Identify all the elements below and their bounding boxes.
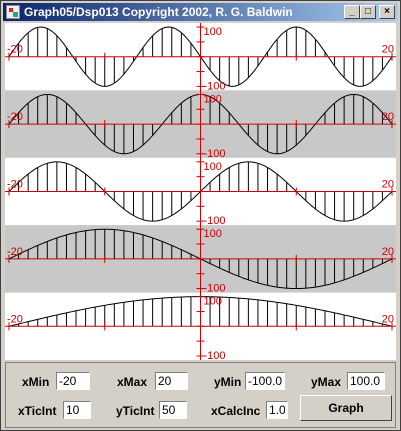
y-tick-label-bottom-3: -100	[204, 215, 226, 227]
control-panel: xMin xMax yMin yMax xTicInt yTicInt xCal…	[5, 362, 396, 428]
yticint-label: yTicInt	[116, 404, 155, 418]
x-tick-label-right-2: 20	[382, 111, 394, 123]
ymax-label: yMax	[311, 375, 342, 389]
maximize-button[interactable]: □	[360, 5, 376, 19]
ymax-field[interactable]	[347, 372, 385, 390]
y-tick-label-bottom-4: -100	[204, 283, 226, 295]
x-tick-label-left-2: -20	[7, 111, 23, 123]
x-tick-label-left-1: -20	[7, 44, 23, 56]
x-tick-label-right-4: 20	[382, 246, 394, 258]
x-tick-label-right-5: 20	[382, 313, 394, 325]
xticint-field[interactable]	[63, 401, 91, 419]
xmin-label: xMin	[22, 375, 50, 389]
x-tick-label-left-4: -20	[7, 246, 23, 258]
y-tick-label-top-2: 100	[204, 93, 222, 105]
x-tick-label-left-3: -20	[7, 179, 23, 191]
xcalcinc-label: xCalcInc	[211, 404, 261, 418]
x-tick-label-right-3: 20	[382, 179, 394, 191]
title-bar[interactable]: Graph05/Dsp013 Copyright 2002, R. G. Bal…	[3, 3, 398, 21]
y-tick-label-bottom-5: -100	[204, 350, 226, 360]
ymin-label: yMin	[214, 375, 242, 389]
xticint-label: xTicInt	[18, 404, 57, 418]
x-tick-label-right-1: 20	[382, 44, 394, 56]
y-tick-label-bottom-1: -100	[204, 80, 226, 92]
x-tick-label-left-5: -20	[7, 313, 23, 325]
xcalcinc-field[interactable]	[266, 401, 288, 419]
minimize-button[interactable]: _	[344, 5, 360, 19]
xmax-field[interactable]	[155, 372, 188, 390]
window-title: Graph05/Dsp013 Copyright 2002, R. G. Bal…	[24, 5, 293, 19]
y-tick-label-top-1: 100	[204, 26, 222, 38]
y-tick-label-top-5: 100	[204, 296, 222, 308]
close-button[interactable]: ×	[379, 5, 395, 19]
app-icon[interactable]	[6, 5, 20, 19]
graph-button[interactable]: Graph	[300, 395, 392, 421]
y-tick-label-top-4: 100	[204, 228, 222, 240]
y-tick-label-bottom-2: -100	[204, 148, 226, 160]
y-tick-label-top-3: 100	[204, 161, 222, 173]
xmin-field[interactable]	[56, 372, 90, 390]
yticint-field[interactable]	[159, 401, 187, 419]
ymin-field[interactable]	[245, 372, 285, 390]
xmax-label: xMax	[117, 375, 148, 389]
